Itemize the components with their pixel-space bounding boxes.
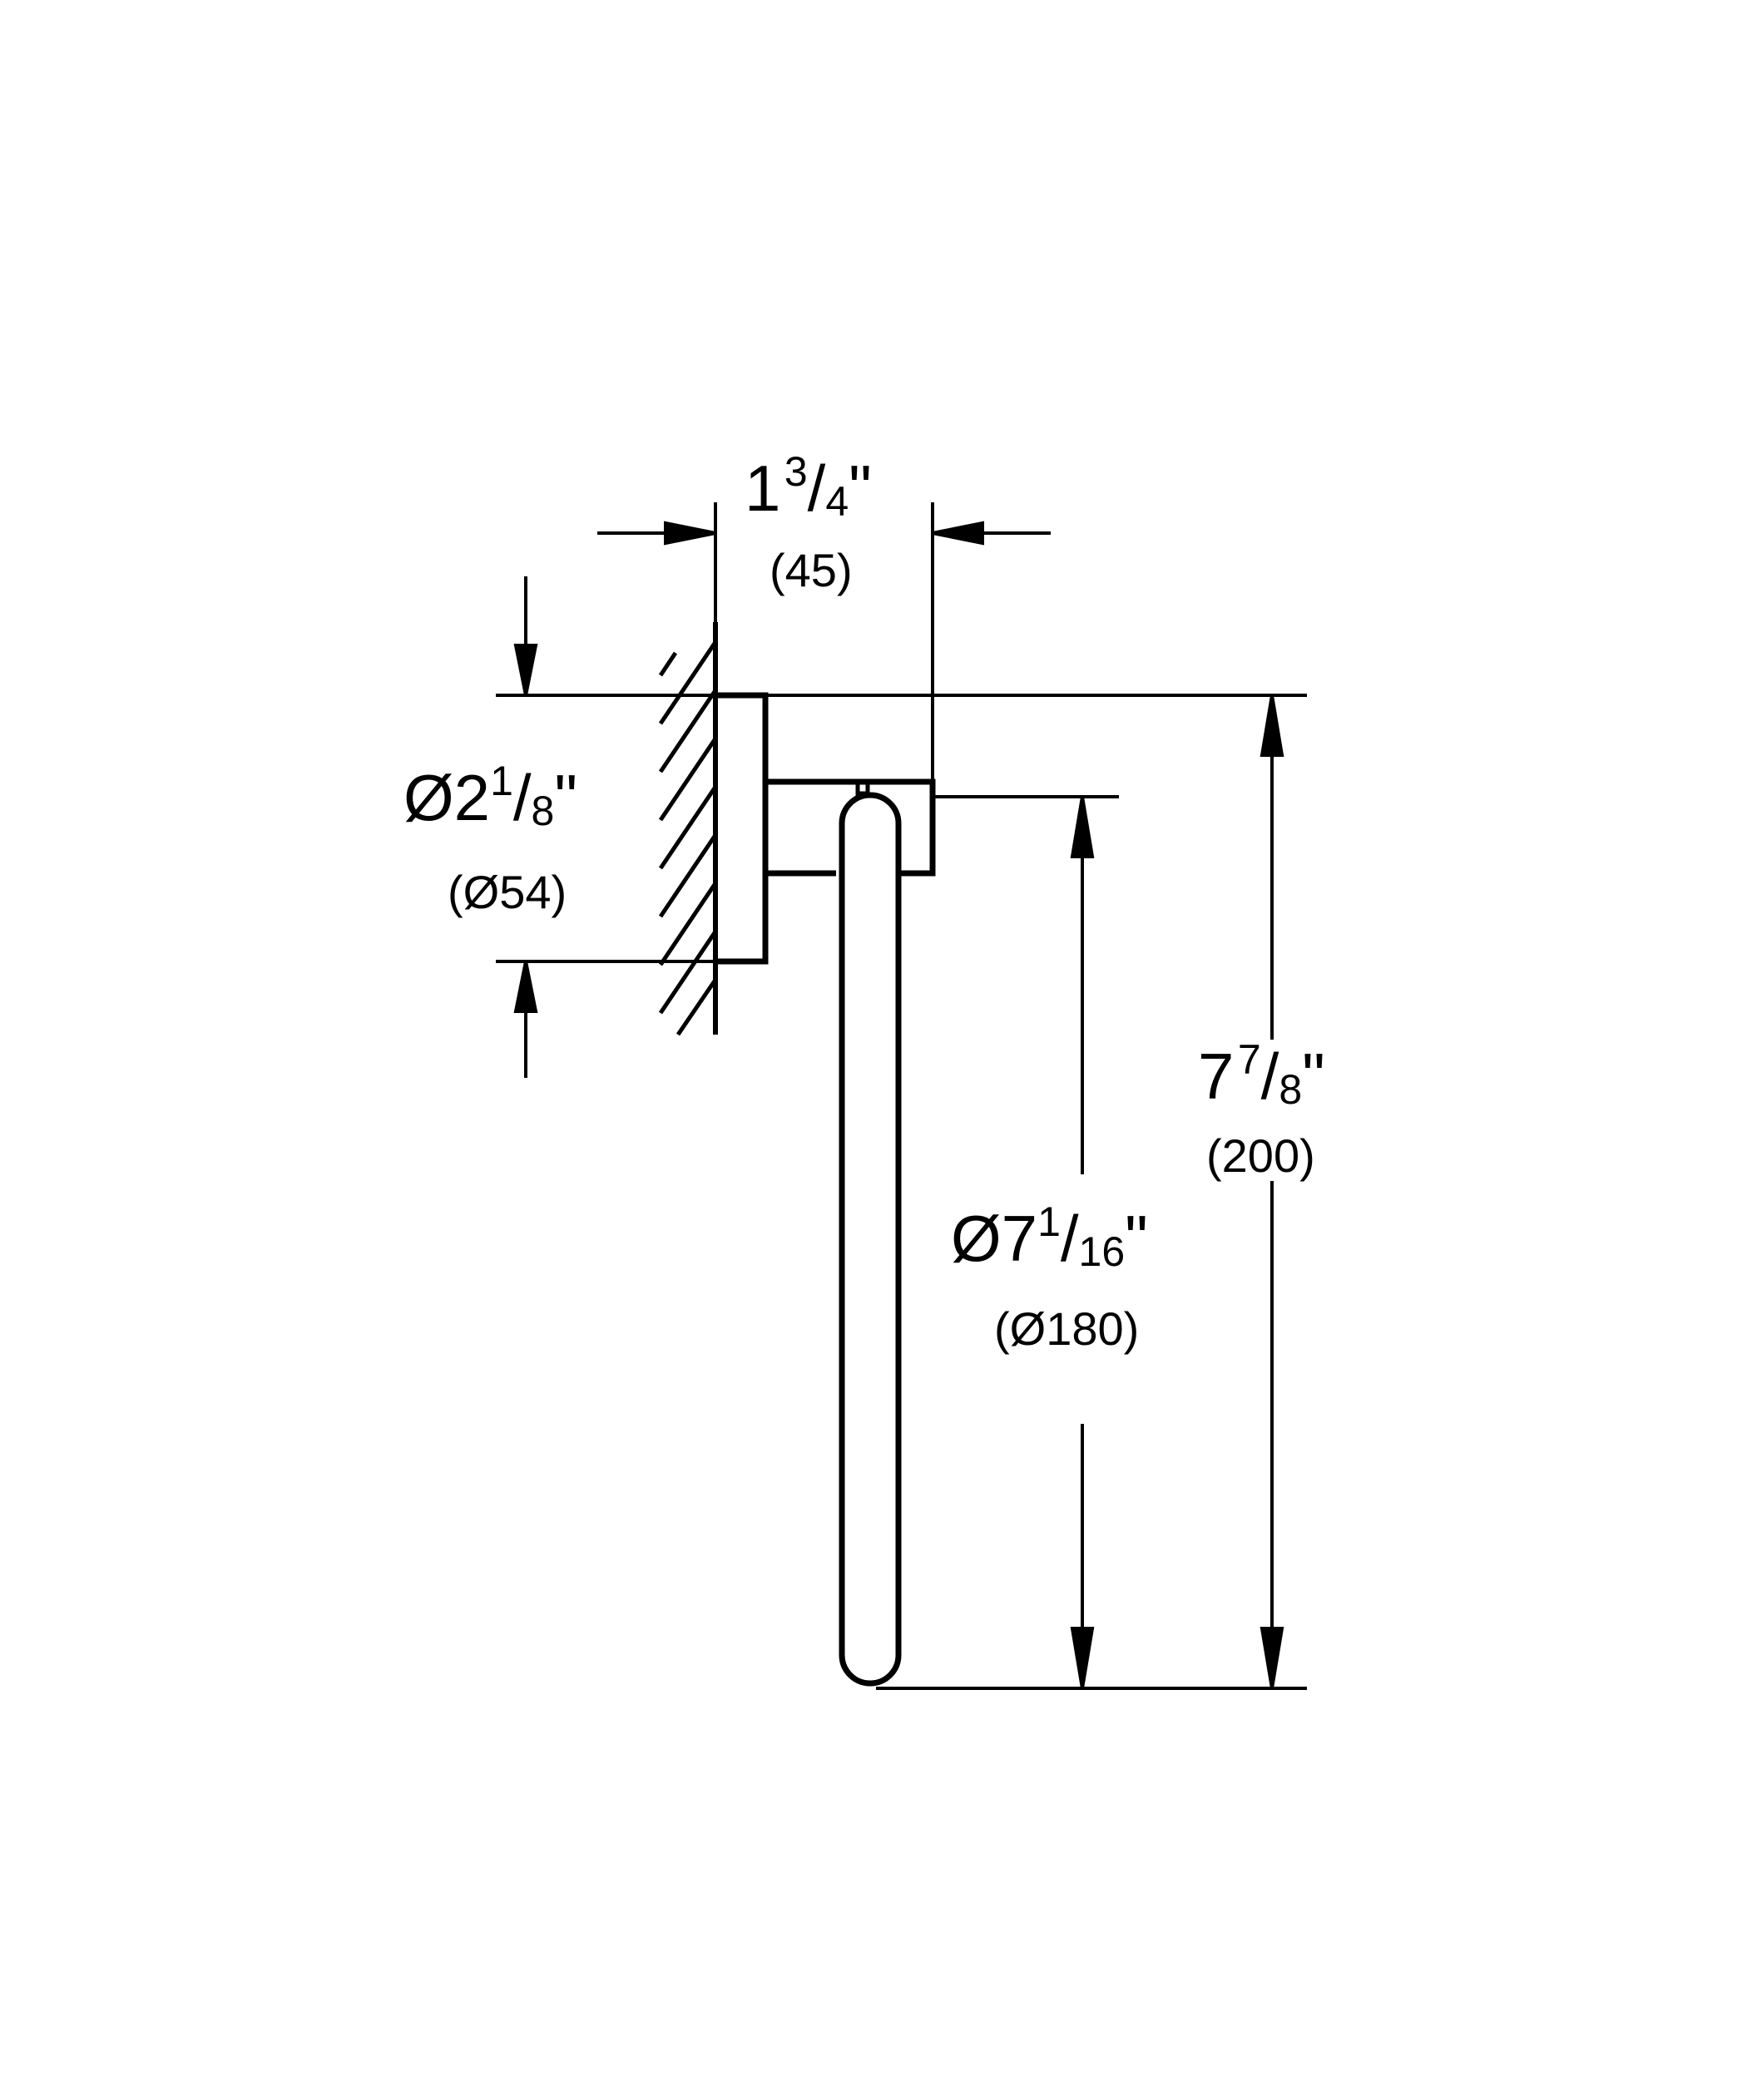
numerator: 1 (1037, 1198, 1061, 1245)
whole: 7 (1198, 1040, 1235, 1113)
towel-ring (839, 779, 902, 1687)
numerator: 7 (1237, 1036, 1261, 1083)
ring-diameter-metric-label: (Ø180) (994, 1302, 1140, 1355)
inch-mark: " (554, 761, 578, 834)
slash: / (807, 452, 826, 525)
prefix: Ø2 (403, 761, 491, 834)
slash: / (512, 761, 532, 834)
plate-diameter-metric-label: (Ø54) (448, 866, 567, 918)
numerator: 3 (784, 448, 808, 495)
extension-lines (496, 502, 1307, 1690)
numerator: 1 (490, 758, 513, 804)
ring-diameter-imperial-label: Ø71/16" (951, 1201, 1148, 1272)
denominator: 16 (1078, 1228, 1126, 1275)
inch-mark: " (849, 452, 872, 525)
ring-diameter-arrows (1070, 796, 1095, 1689)
projection-imperial-label: 1 3/4" (745, 451, 872, 522)
whole: 1 (745, 452, 781, 525)
inch-mark: " (1125, 1202, 1148, 1275)
slash: / (1260, 1040, 1279, 1113)
mounting-plate (715, 692, 769, 965)
projection-dimension-arrows (597, 521, 1051, 546)
denominator: 8 (531, 788, 555, 834)
support-arm (765, 778, 936, 877)
plate-diameter-imperial-label: Ø21/8" (403, 760, 577, 832)
inch-mark: " (1302, 1040, 1325, 1113)
overall-height-imperial-label: 7 7/8" (1198, 1039, 1325, 1110)
denominator: 8 (1279, 1066, 1303, 1113)
plate-diameter-arrows (513, 576, 538, 1078)
overall-height-arrows (1260, 694, 1284, 1689)
slash: / (1060, 1202, 1079, 1275)
prefix: Ø7 (951, 1202, 1038, 1275)
projection-metric-label: (45) (770, 544, 853, 596)
wall-hatch (658, 622, 718, 1036)
denominator: 4 (825, 478, 849, 525)
overall-height-metric-label: (200) (1206, 1129, 1315, 1182)
